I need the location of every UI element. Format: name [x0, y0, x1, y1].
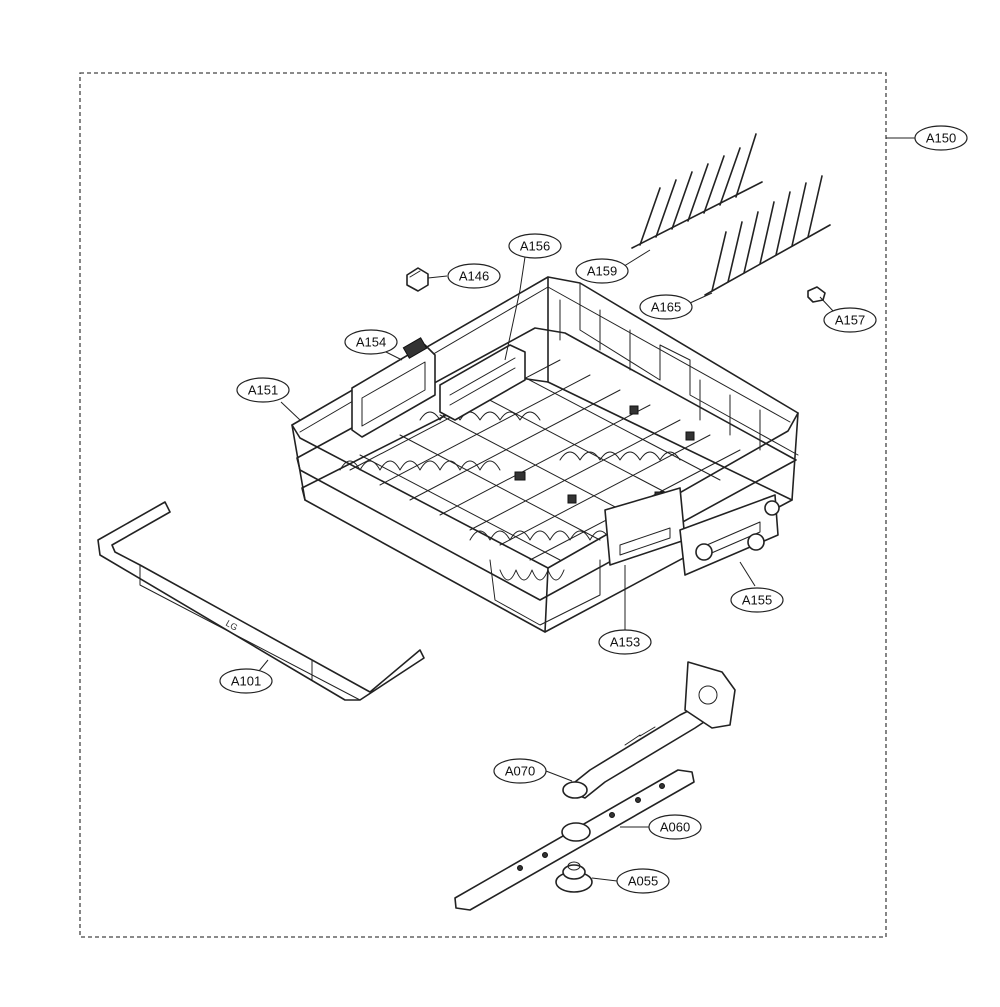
label-a070: A070	[505, 764, 535, 779]
callout-a146: A146	[447, 263, 501, 289]
callout-a151: A151	[236, 377, 290, 403]
callout-a154: A154	[344, 329, 398, 355]
rack-center-bracket	[439, 344, 526, 421]
label-a159: A159	[587, 264, 617, 279]
label-a155: A155	[742, 593, 772, 608]
spray-arm-pipe	[562, 661, 736, 799]
label-a146: A146	[459, 269, 489, 284]
callout-a150: A150	[914, 125, 968, 151]
rack-front-clip	[604, 487, 686, 566]
callout-a055: A055	[616, 868, 670, 894]
label-a150: A150	[926, 131, 956, 146]
callout-a157: A157	[823, 307, 877, 333]
spray-arm-hub	[555, 861, 593, 893]
label-a101: A101	[231, 674, 261, 689]
label-a156: A156	[520, 239, 550, 254]
callout-a060: A060	[648, 814, 702, 840]
callout-a101: A101	[219, 668, 273, 694]
label-a157: A157	[835, 313, 865, 328]
assembly-frame	[79, 72, 887, 938]
label-a060: A060	[660, 820, 690, 835]
folding-tine-row-lower	[704, 175, 831, 296]
label-a151: A151	[248, 383, 278, 398]
folding-tine-row-upper	[631, 133, 763, 249]
label-a153: A153	[610, 635, 640, 650]
label-a154: A154	[356, 335, 386, 350]
leader-lines	[258, 137, 915, 882]
callout-a156: A156	[508, 233, 562, 259]
label-a055: A055	[628, 874, 658, 889]
callout-a159: A159	[575, 258, 629, 284]
callout-a070: A070	[493, 758, 547, 784]
callout-a155: A155	[730, 587, 784, 613]
clip-part	[406, 267, 429, 292]
rack-front-handle: LG	[97, 501, 425, 701]
rack-roller-rail	[679, 494, 780, 576]
callout-a153: A153	[598, 629, 652, 655]
rack-side-bracket	[351, 337, 436, 438]
upper-rack-basket	[291, 276, 799, 633]
label-a165: A165	[651, 300, 681, 315]
callout-a165: A165	[639, 294, 693, 320]
lower-spray-arm	[454, 769, 695, 911]
